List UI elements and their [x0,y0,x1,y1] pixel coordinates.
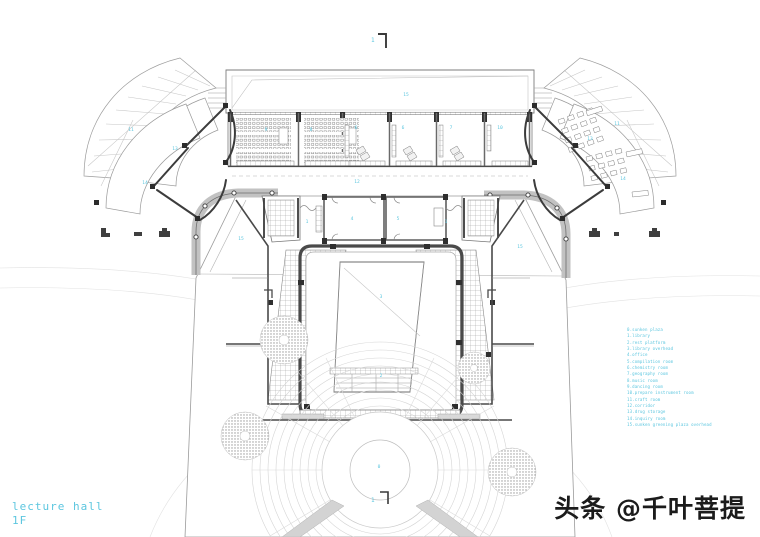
tag-office-east: 5 [397,216,400,222]
lab-benches [344,124,492,158]
tag-sunken-plaza: 0 [378,464,381,470]
tag-classroom-west-b: 8 [310,127,313,133]
drawing-floor: 1F [12,513,28,527]
tree-symbols [220,315,537,497]
legend-item: 3.library overhead [627,346,674,352]
tag-lecture-hall-core: 3 [380,294,383,300]
legend-item: 10.prepare instrument room [627,390,694,396]
tag-east-fan-c: 14 [620,176,626,182]
tag-corridor-north: 12 [354,179,360,185]
cabinet-symbols [355,145,465,162]
section-marker-bottom: 1 [371,491,389,504]
tag-classroom-d: 6 [402,125,405,131]
tag-classroom-e: 7 [450,125,453,131]
section-marker-top: 1 [371,33,387,48]
east-fan-desks [557,105,649,198]
legend-item: 11.craft room [627,396,661,402]
legend-item: 15.sunken greening plaza overhead [627,422,712,428]
legend-item: 4.office [627,352,648,358]
west-fan-columns [94,103,228,221]
legend-item: 0.sunken plaza [627,327,663,332]
exterior-equipment-west [101,228,170,237]
office-door-swings [331,196,401,241]
legend-item: 2.rest platform [627,339,666,345]
tag-east-overhead: 15 [517,244,523,250]
north-classroom-block [208,69,552,177]
legend-item: 6.chemistry room [627,365,669,371]
amphitheater-ramps [281,499,479,537]
tag-rest-platform: 2 [380,373,383,379]
legend-item: 8.music room [627,377,658,383]
classroom-desks-west [236,118,359,163]
curved-canopy-west [191,188,278,275]
tag-west-overhead: 15 [238,236,244,242]
legend-item: 5.compilation room [627,358,674,364]
east-fan-columns [532,103,666,221]
tag-north-bar-overhead: 15 [403,92,409,98]
legend-item: 1.library [627,333,651,339]
tag-library-east: 1 [445,219,448,225]
east-fan-wing [524,57,677,237]
legend-item: 12.corridor [627,403,656,409]
tag-library-west: 1 [306,219,309,225]
central-lecture-hall [226,194,534,421]
office-columns [322,194,448,244]
tag-east-fan-a: 11 [614,121,620,127]
watermark: 头条 @千叶菩提 [554,489,746,525]
watermark-text: 头条 @千叶菩提 [554,494,746,523]
section-marker-top-label: 1 [371,37,375,44]
drawing-title: lecture hall [12,500,104,513]
tag-west-fan-b: 13 [172,146,178,152]
section-marker-east [487,289,496,298]
flexible-connector [299,205,463,211]
legend-item: 13.drug storage [627,409,666,415]
legend-item: 9.dancing room [627,384,663,390]
legend-item: 7.geography room [627,371,669,377]
tag-east-fan-b: 13 [587,136,593,142]
tag-classroom-west-a: 9 [265,127,268,133]
tag-classroom-f: 10 [497,125,503,131]
west-fan-wing [83,57,236,237]
title-block: lecture hall 1F [12,500,103,528]
tag-west-fan-c: 14 [142,180,148,186]
section-marker-west [264,289,273,298]
section-marker-bottom-label: 1 [371,497,375,504]
tag-classroom-c: 6 [355,125,358,131]
amphitheater-center [349,439,411,501]
exterior-equipment-east [589,228,660,237]
tag-office-west: 4 [351,216,354,222]
tag-west-fan-a: 11 [128,127,134,133]
legend-item: 14.inquiry room [627,415,666,421]
